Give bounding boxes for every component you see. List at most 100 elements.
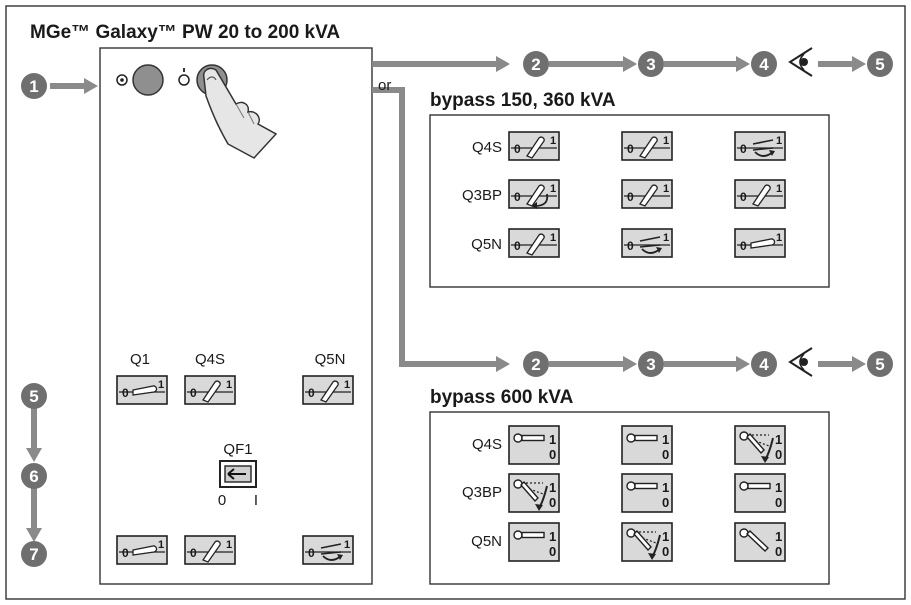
large-q3bp-switch-3[interactable]: 10: [734, 473, 786, 513]
small-q4s-switch-3[interactable]: 01: [734, 131, 786, 161]
panel-bottom-q4s-switch[interactable]: 01: [184, 535, 236, 565]
large-q3bp-switch-3-one: 1: [775, 480, 782, 495]
large-q3bp-switch-1-lever-icon: [513, 479, 548, 511]
small-q5n-switch-1[interactable]: 01: [508, 228, 560, 258]
panel-bottom-q4s-switch-zero: 0: [190, 546, 197, 560]
qf1-arrow-left-icon: [227, 468, 246, 480]
top-flow-step-2-circle: [523, 51, 549, 77]
small-q3bp-switch-3-handle-icon: [752, 184, 771, 207]
off-button-group: [116, 64, 164, 96]
off-button[interactable]: [132, 64, 164, 96]
large-q5n-switch-1[interactable]: 10: [508, 522, 560, 562]
small-q3bp-switch-3-zero: 0: [740, 190, 747, 204]
left-step-6-number: 6: [29, 467, 38, 486]
large-q4s-switch-3[interactable]: 10: [734, 425, 786, 465]
large-q5n-switch-1-lever-icon: [513, 530, 545, 540]
large-q3bp-switch-3-zero: 0: [775, 495, 782, 510]
large-q5n-switch-3-zero: 0: [775, 544, 782, 559]
large-q5n-switch-2[interactable]: 10: [621, 522, 673, 562]
panel-bottom-q1-switch-handle-icon: [132, 545, 158, 556]
bypass-large-title: bypass 600 kVA: [430, 387, 574, 408]
large-q5n-switch-1-zero: 0: [549, 544, 556, 559]
qf1-pos0: 0: [218, 492, 226, 509]
top-flow-step-4: 4: [751, 51, 777, 77]
lower-flow-eye-icon: [788, 347, 813, 377]
top-flow-step-3: 3: [638, 51, 664, 77]
large-q3bp-switch-2-one: 1: [662, 480, 669, 495]
small-q3bp-switch-3-one: 1: [776, 183, 782, 195]
left-step-1-number: 1: [29, 77, 38, 96]
large-row-label-q5n: Q5N: [471, 533, 502, 550]
large-row-label-q3bp: Q3BP: [462, 484, 502, 501]
lower-flow-step-2-circle: [523, 351, 549, 377]
qf1-label: QF1: [223, 441, 252, 458]
qf1-pos1: I: [254, 492, 258, 509]
small-row-label-q5n: Q5N: [471, 236, 502, 253]
lower-flow-step-3-number: 3: [646, 355, 655, 374]
large-q4s-switch-3-lever-icon: [739, 431, 774, 463]
off-symbol-icon: [116, 74, 128, 86]
panel-bottom-q1-switch-one: 1: [158, 539, 164, 551]
small-q5n-switch-3-zero: 0: [740, 239, 747, 253]
large-q5n-switch-1-one: 1: [549, 529, 556, 544]
small-q3bp-switch-3[interactable]: 01: [734, 179, 786, 209]
small-q4s-switch-3-zero: 0: [740, 142, 747, 156]
small-q4s-switch-1[interactable]: 01: [508, 131, 560, 161]
large-q3bp-switch-1[interactable]: 10: [508, 473, 560, 513]
panel-top-q1-switch[interactable]: 01: [116, 375, 168, 405]
panel-top-q4s-switch-handle-icon: [202, 380, 221, 403]
large-q5n-switch-3-lever-icon: [739, 528, 770, 552]
small-q4s-switch-2-handle-icon: [639, 136, 658, 159]
panel-bottom-q5n-switch[interactable]: 01: [302, 535, 354, 565]
small-q4s-switch-2-zero: 0: [627, 142, 634, 156]
large-q4s-switch-1-zero: 0: [549, 447, 556, 462]
top-flow-arrow-4-5-head: [852, 56, 866, 72]
large-q4s-switch-1-lever-icon: [513, 433, 545, 443]
panel-bottom-q4s-switch-one: 1: [226, 539, 232, 551]
small-q5n-switch-3[interactable]: 01: [734, 228, 786, 258]
page-title: MGe™ Galaxy™ PW 20 to 200 kVA: [30, 22, 340, 43]
lower-flow-arrow-4-5-head: [852, 356, 866, 372]
small-q4s-switch-2[interactable]: 01: [621, 131, 673, 161]
large-q4s-switch-2[interactable]: 10: [621, 425, 673, 465]
top-flow-step-3-circle: [638, 51, 664, 77]
panel-bottom-q1-switch[interactable]: 01: [116, 535, 168, 565]
left-step-7-number: 7: [29, 545, 38, 564]
small-q4s-switch-1-zero: 0: [514, 142, 521, 156]
large-q4s-switch-1[interactable]: 10: [508, 425, 560, 465]
on-symbol-icon: [178, 74, 190, 86]
arrow-step1-head: [84, 78, 98, 94]
off-symbol-dot: [120, 78, 124, 82]
small-q4s-switch-1-handle-icon: [526, 136, 545, 159]
panel-top-q5n-switch[interactable]: 01: [302, 375, 354, 405]
panel-top-q4s-switch[interactable]: 01: [184, 375, 236, 405]
small-q3bp-switch-2[interactable]: 01: [621, 179, 673, 209]
small-q5n-switch-2-handle-icon: [639, 236, 662, 254]
small-q5n-switch-1-zero: 0: [514, 239, 521, 253]
top-flow-arrow-3-4-head: [736, 56, 750, 72]
large-q4s-switch-3-zero: 0: [775, 447, 782, 462]
top-flow-step-3-number: 3: [646, 55, 655, 74]
top-flow-step-2: 2: [523, 51, 549, 77]
large-q4s-switch-1-one: 1: [549, 432, 556, 447]
panel-label-q1: Q1: [130, 351, 150, 368]
large-q3bp-switch-2[interactable]: 10: [621, 473, 673, 513]
lower-flow-step-4-number: 4: [759, 355, 769, 374]
small-q3bp-switch-1-one: 1: [550, 183, 556, 195]
bypass-small-title: bypass 150, 360 kVA: [430, 90, 616, 111]
small-q5n-switch-1-one: 1: [550, 232, 556, 244]
large-q5n-switch-3-one: 1: [775, 529, 782, 544]
large-q3bp-switch-3-lever-icon: [739, 481, 771, 491]
panel-top-q1-switch-zero: 0: [122, 386, 129, 400]
panel-bottom-q4s-switch-handle-icon: [202, 540, 221, 563]
left-step-7-circle: [21, 541, 47, 567]
small-q5n-switch-2[interactable]: 01: [621, 228, 673, 258]
small-q5n-switch-2-zero: 0: [627, 239, 634, 253]
left-step-7: 7: [21, 541, 47, 567]
small-q3bp-switch-1[interactable]: 01: [508, 179, 560, 209]
panel-bottom-q1-switch-zero: 0: [122, 546, 129, 560]
large-q5n-switch-2-lever-icon: [626, 528, 661, 560]
large-q5n-switch-3[interactable]: 10: [734, 522, 786, 562]
